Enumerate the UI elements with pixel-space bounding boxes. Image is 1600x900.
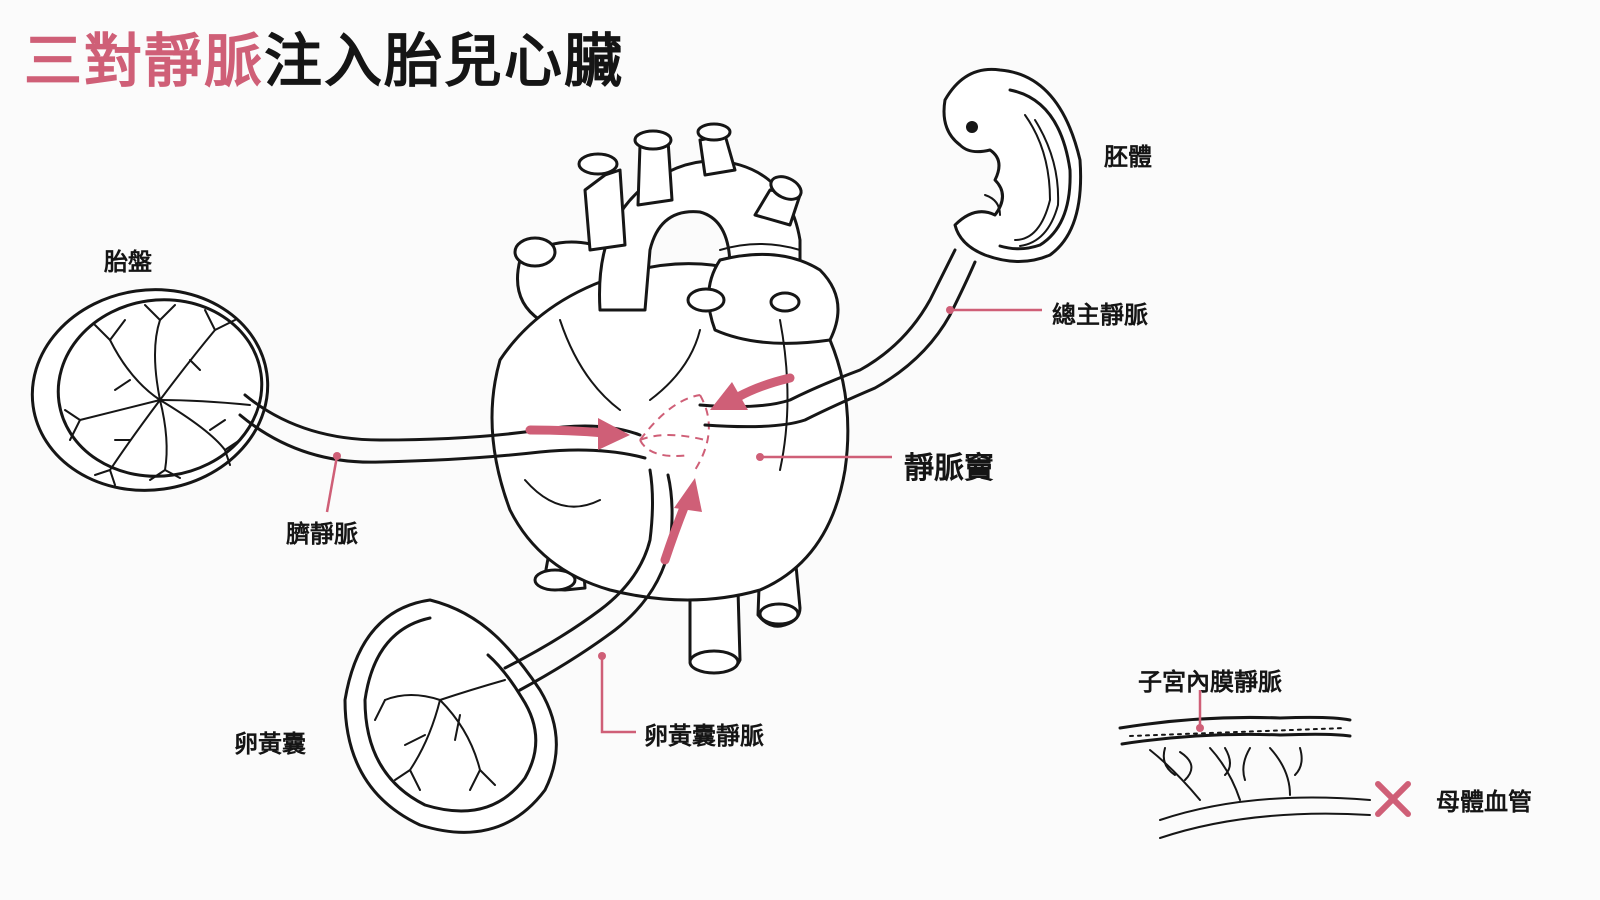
label-vitelline-vein: 卵黃囊靜脈: [644, 722, 764, 750]
label-endometrial-vein: 子宮內膜靜脈: [1138, 668, 1282, 696]
label-sinus-venosus: 靜脈竇: [904, 451, 994, 486]
sinus-venosus-region: [639, 394, 710, 471]
leader-lines: [325, 306, 1204, 734]
label-yolk-sac: 卵黃囊: [234, 730, 306, 758]
label-cardinal-vein: 總主靜脈: [1052, 301, 1148, 329]
vitelline-vein-tube: [503, 468, 674, 692]
flow-arrows: [525, 373, 795, 565]
umbilical-vein-tube: [238, 393, 647, 464]
cross-mark-icon: [1375, 781, 1411, 817]
page-title: 三對靜脈注入胎兒心臟: [24, 14, 624, 98]
cardinal-vein-tube: [698, 248, 977, 429]
placenta: [30, 288, 270, 492]
label-umbilical-vein: 臍靜脈: [286, 520, 358, 548]
yolk-sac: [343, 598, 558, 834]
label-placenta: 胎盤: [104, 248, 152, 276]
title-accent: 三對靜脈: [24, 27, 265, 95]
label-embryo: 胚體: [1104, 143, 1152, 171]
embryo: [942, 67, 1083, 263]
title-rest: 注入胎兒心臟: [264, 27, 625, 95]
label-maternal-vessel: 母體血管: [1436, 788, 1532, 816]
endometrium-inset: [1118, 715, 1371, 839]
fetal-heart: [490, 122, 850, 675]
